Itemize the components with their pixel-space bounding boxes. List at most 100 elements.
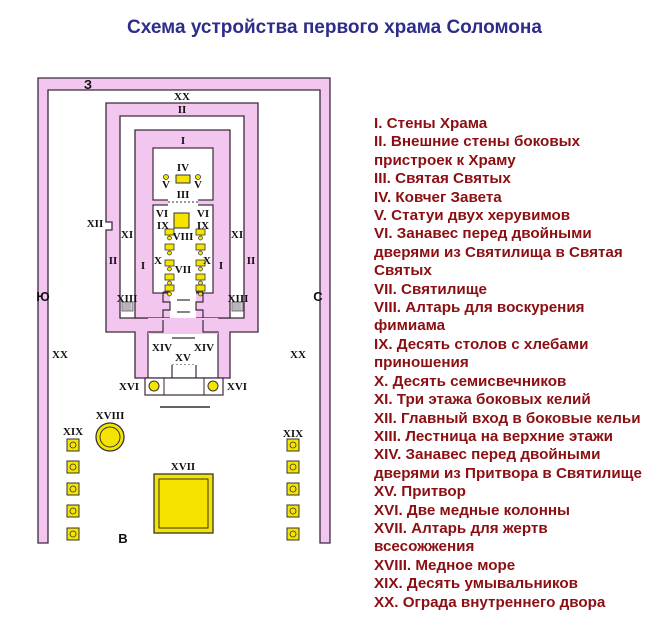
laver [66, 504, 80, 518]
laver-basin [66, 482, 80, 496]
lampstand [198, 235, 203, 241]
direction-west-label: З [84, 77, 92, 92]
ark-of-covenant [175, 174, 191, 184]
lampstand [167, 291, 172, 297]
showbread-table [164, 259, 175, 267]
label-ii-top: II [178, 104, 187, 116]
showbread-tables [164, 228, 206, 292]
label-x-left: X [154, 255, 162, 267]
label-xiv-right: XIV [194, 342, 214, 354]
label-xii: XII [87, 218, 104, 230]
legend-item: III. Святая Святых [374, 170, 511, 188]
label-v-right: V [194, 179, 202, 191]
bronze-sea [95, 422, 125, 452]
label-xvii: XVII [171, 461, 195, 473]
laver [286, 504, 300, 518]
legend-item: VIII. Алтарь для воскурения [374, 299, 585, 317]
laver [66, 438, 80, 452]
legend-item: VI. Занавес перед двойными [374, 225, 592, 243]
label-ii-left: II [109, 255, 118, 267]
lampstand [198, 291, 203, 297]
laver [66, 482, 80, 496]
label-vi-left: VI [156, 208, 168, 220]
laver-bowl [289, 507, 297, 515]
legend-item: IV. Ковчег Завета [374, 188, 502, 206]
legend-item: II. Внешние стены боковых [374, 133, 581, 151]
laver-bowl [69, 441, 77, 449]
laver [286, 438, 300, 452]
label-xix-right: XIX [283, 428, 303, 440]
laver [66, 460, 80, 474]
label-xi-right: XI [231, 229, 243, 241]
direction-north-label: С [313, 289, 323, 304]
label-vii: VII [175, 264, 192, 276]
laver-bowl [69, 530, 77, 538]
label-xiv-left: XIV [152, 342, 172, 354]
label-i-right: I [219, 260, 223, 272]
lampstand [167, 280, 172, 286]
label-i-top: I [181, 135, 185, 147]
laver-basin [286, 527, 300, 541]
label-xvi-left: XVI [119, 381, 139, 393]
laver-basin [286, 482, 300, 496]
laver-bowl [289, 463, 297, 471]
direction-south-label: Ю [36, 289, 49, 304]
laver-basin [66, 527, 80, 541]
laver-bowl [289, 530, 297, 538]
laver-basin [286, 504, 300, 518]
showbread-table [164, 243, 175, 251]
label-xx-right: XX [290, 349, 306, 361]
legend-item: дверями из Святилища в Святая [374, 243, 623, 261]
laver-basin [286, 460, 300, 474]
lampstand [167, 266, 172, 272]
label-viii: VIII [173, 231, 194, 243]
pillar-left [148, 380, 160, 392]
showbread-table [195, 228, 206, 236]
legend-item: XIII. Лестница на верхние этажи [374, 427, 614, 445]
staircase-left [121, 301, 134, 312]
laver-bowl [289, 441, 297, 449]
label-v-left: V [162, 179, 170, 191]
laver-bowl [69, 507, 77, 515]
label-xv: XV [175, 352, 191, 364]
label-x-right: X [203, 255, 211, 267]
legend-item: XI. Три этажа боковых келий [374, 391, 591, 409]
laver [286, 482, 300, 496]
label-xi-left: XI [121, 229, 133, 241]
legend-item: XII. Главный вход в боковые кельи [374, 409, 641, 427]
legend-item: дверями из Притвора в Святилище [374, 464, 642, 482]
cherub-left [163, 174, 169, 180]
lampstands [167, 235, 203, 297]
showbread-table [164, 284, 175, 292]
courtyard-wall [37, 77, 331, 544]
legend-item: XV. Притвор [374, 483, 466, 501]
showbread-table [164, 273, 175, 281]
legend-item: I. Стены Храма [374, 115, 488, 132]
label-vi-right: VI [197, 208, 209, 220]
label-xix-left: XIX [63, 426, 83, 438]
label-ix-right: IX [197, 220, 209, 232]
lampstand [198, 280, 203, 286]
legend-item: IX. Десять столов с хлебами [374, 335, 589, 353]
laver-basin [66, 438, 80, 452]
legend-item: пристроек к Храму [374, 151, 516, 169]
laver-basin [66, 460, 80, 474]
laver-basin [286, 438, 300, 452]
laver-bowl [69, 485, 77, 493]
diagram-title: Схема устройства первого храма Соломона [127, 17, 542, 38]
label-xiii-right: XIII [228, 293, 249, 305]
legend-item: XX. Ограда внутреннего двора [374, 593, 606, 611]
label-iii: III [177, 189, 190, 201]
laver [66, 527, 80, 541]
legend-item: XVII. Алтарь для жертв [374, 519, 548, 537]
lampstand [198, 250, 203, 256]
legend-item: XIV. Занавес перед двойными [374, 446, 601, 464]
lampstand [167, 250, 172, 256]
laver-bowl [289, 485, 297, 493]
legend-item: XVI. Две медные колонны [374, 501, 571, 519]
lampstand [167, 235, 172, 241]
showbread-table [195, 273, 206, 281]
showbread-table [195, 284, 206, 292]
